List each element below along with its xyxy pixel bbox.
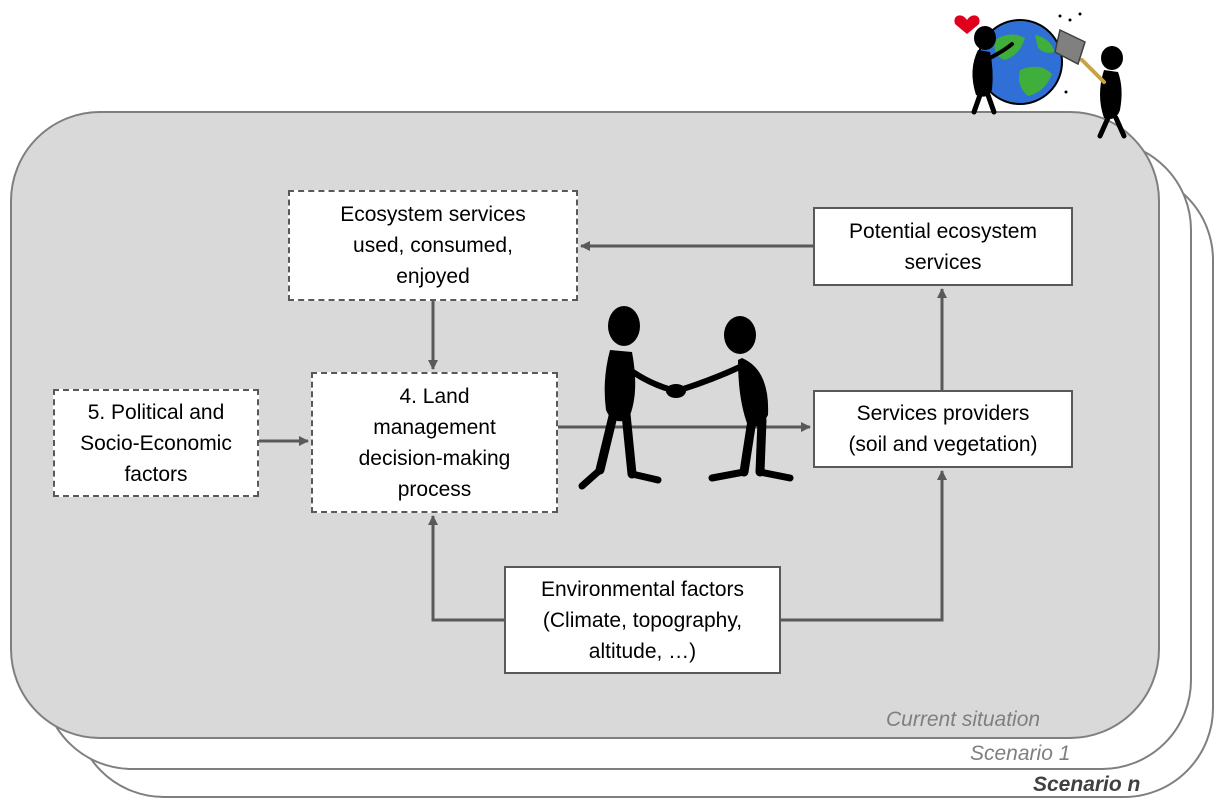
handshake-figures-icon <box>578 306 794 490</box>
node-potential-ecosystem-services: Potential ecosystem services <box>813 207 1073 286</box>
label-scenario-1: Scenario 1 <box>970 742 1071 765</box>
node-environmental-factors: Environmental factors (Climate, topograp… <box>504 566 781 674</box>
node-political-socio-economic-factors: 5. Political and Socio-Economic factors <box>53 389 259 497</box>
globe-cleaning-icon <box>971 12 1127 139</box>
arrow-env-to-land <box>428 515 504 622</box>
label-current-situation: Current situation <box>886 708 1041 731</box>
node-ecosystem-services-used: Ecosystem services used, consumed, enjoy… <box>288 190 578 301</box>
node-services-providers: Services providers (soil and vegetation) <box>813 390 1073 468</box>
heart-icon <box>954 15 980 34</box>
label-scenario-n: Scenario n <box>1033 773 1141 796</box>
node-land-management-process: 4. Land management decision-making proce… <box>311 372 558 513</box>
arrow-env-to-providers <box>781 470 947 622</box>
